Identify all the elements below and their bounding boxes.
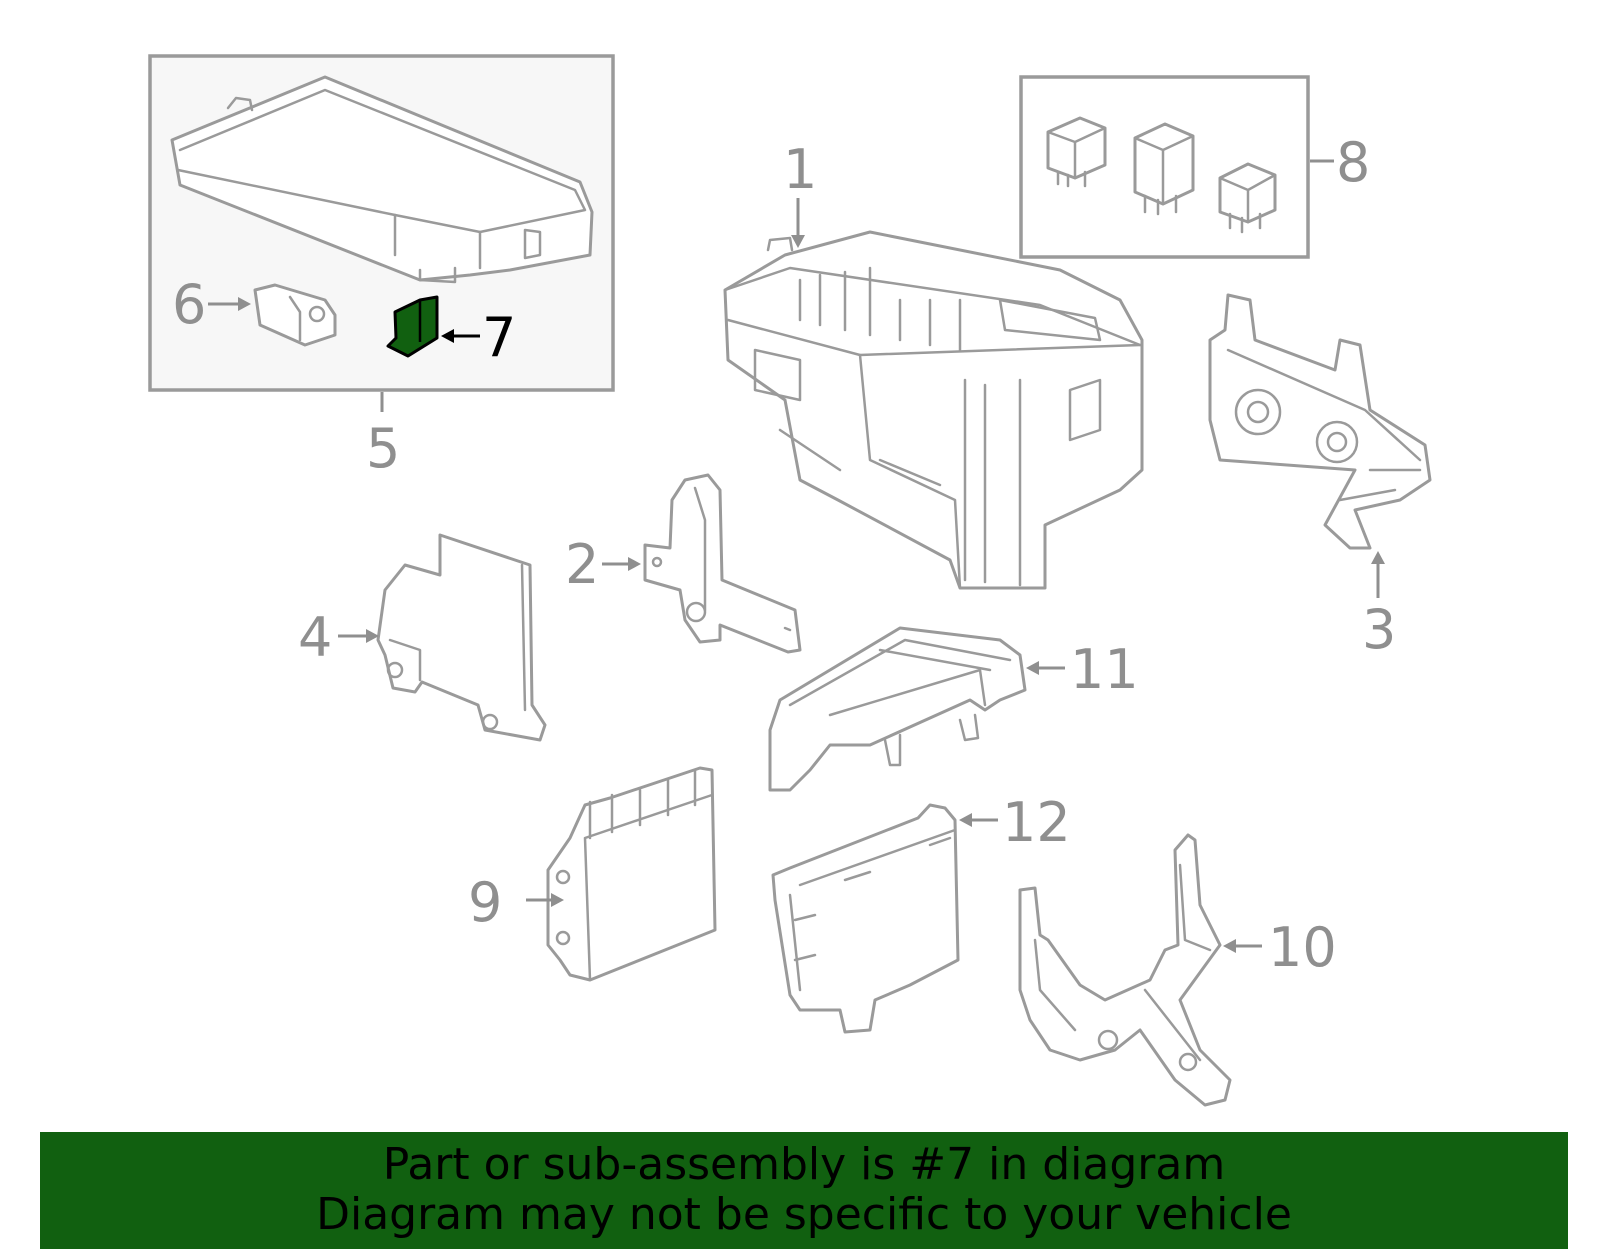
info-banner: Part or sub-assembly is #7 in diagram Di… [40,1132,1568,1249]
callout-labels: 1 2 3 4 5 6 7 8 9 10 11 12 [172,131,1396,979]
banner-line-2: Diagram may not be specific to your vehi… [316,1189,1292,1240]
callout-4: 4 [298,606,332,669]
callout-8: 8 [1336,131,1370,194]
part-4-cover-plate [376,533,547,742]
part-9-module [546,766,717,982]
callout-10: 10 [1268,916,1337,979]
subassembly-5-box [148,54,615,392]
banner-line-1: Part or sub-assembly is #7 in diagram [382,1139,1226,1190]
part-12-module [771,803,960,1034]
part-2-bracket [643,473,802,654]
part-11-cover [768,626,1027,792]
callout-6: 6 [172,273,206,336]
callout-3: 3 [1362,598,1396,661]
part-10-bracket [1018,833,1232,1107]
callout-7: 7 [482,306,516,369]
callout-12: 12 [1002,791,1071,854]
callout-5: 5 [366,417,400,480]
subassembly-8-box [1019,75,1310,259]
part-7-highlighted [386,295,439,358]
part-6-relay-clip [253,283,337,347]
callout-11: 11 [1070,638,1139,701]
callout-2: 2 [565,533,599,596]
part-1-fuse-box [723,230,1144,590]
leader-lines [208,159,1385,953]
callout-1: 1 [783,138,817,201]
callout-9: 9 [468,871,502,934]
part-3-bracket [1208,293,1432,550]
